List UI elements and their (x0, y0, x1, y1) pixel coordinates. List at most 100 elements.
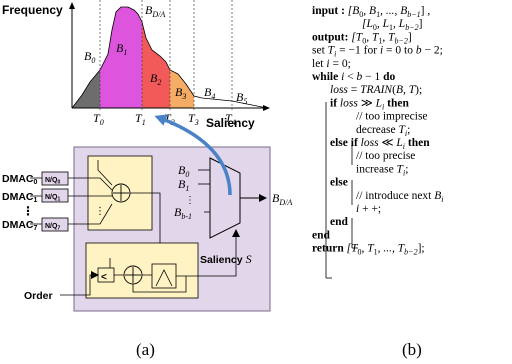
bin-label-top-main: B (145, 3, 153, 17)
algo-line-2-part-0: output: (312, 31, 351, 43)
algo-line-3-part-5: = 0 to (383, 45, 416, 57)
algo-line-8-part-0: // too imprecise (356, 111, 428, 123)
nq-label-1-main: N/Q (45, 194, 58, 201)
algo-line-15: i + +; (356, 203, 381, 215)
algo-line-6-part-2: TRAIN (360, 84, 393, 96)
algo-line-18-part-5: , ..., T (378, 243, 406, 255)
input-label-dmac0-main: DMAC (2, 173, 34, 185)
nq-label-7-sub: 7 (57, 226, 60, 232)
algo-line-18-part-1: [T (347, 243, 359, 255)
algo-line-1-part-6: ] (419, 18, 423, 30)
algo-line-2-part-5: , T (382, 31, 396, 43)
region-b3 (170, 70, 194, 108)
algo-line-0-part-7: ] , (421, 5, 431, 17)
algo-line-0-part-5: , ..., B (380, 5, 407, 17)
algo-line-1-part-2: , L (377, 18, 389, 30)
algo-line-10-part-0: else if (330, 137, 361, 149)
algo-line-18-part-3: , T (361, 243, 375, 255)
algo-line-18-part-2: 0 (357, 248, 361, 257)
algo-line-5-part-2: < (344, 71, 356, 83)
algo-line-17-part-0: end (312, 229, 331, 241)
algo-line-17: end (312, 229, 331, 241)
bin-label-b5-sub: 5 (243, 97, 247, 106)
bin-label-b4-sub: 4 (211, 92, 215, 101)
bin-label-b0: B0 (84, 49, 95, 65)
histogram-outline (71, 6, 267, 109)
algo-line-0-part-0: input : (312, 5, 348, 17)
algo-line-18-part-4: 1 (374, 248, 378, 257)
algo-line-7-part-4: i (382, 102, 384, 111)
algo-line-11-part-0: // too precise (356, 150, 415, 162)
algo-line-7-part-0: if (330, 97, 340, 109)
wire-acc-out (186, 229, 240, 277)
threshold-label-4-main: T (225, 111, 233, 125)
algo-line-5: while i < b − 1 do (312, 71, 396, 83)
algo-line-10: else if loss ≪ Li then (330, 137, 430, 151)
nq-label-0: N/Q0 (45, 177, 60, 186)
algo-line-18-part-0: return (312, 243, 347, 255)
algo-line-2: output: [T0, T1, Tb−2] (312, 31, 412, 45)
input-label-dmac1-main: DMAC (2, 191, 34, 203)
wire-acc-internal (109, 258, 187, 293)
algo-line-0-part-1: [B (348, 5, 360, 17)
nq-box-7 (41, 217, 69, 232)
algo-line-14-part-2: i (441, 195, 443, 204)
mux-input-dots-main: ⋮ (185, 195, 195, 206)
mux-input-bb1-main: B (174, 205, 182, 219)
algo-line-3-part-4: i (380, 45, 383, 57)
algo-line-8: // too imprecise (356, 111, 428, 123)
threshold-label-3-main: T (188, 111, 196, 125)
mux-input-b0: B0 (178, 163, 189, 179)
input-label-dmac7-main: DMAC (2, 219, 34, 231)
adder-tree-dots: ⋮ (95, 206, 105, 217)
bin-label-b0-main: B (84, 49, 92, 63)
bin-label-b1: B1 (116, 41, 127, 57)
mux-input-b1-sub: 1 (185, 184, 189, 193)
ylabel: Frequency (2, 3, 63, 17)
algo-line-7: if loss ≫ Li then (330, 97, 409, 111)
algo-line-6-part-0: loss (330, 84, 348, 96)
algo-line-6-part-3: ( (392, 84, 396, 96)
bin-label-b3-sub: 3 (181, 92, 186, 101)
algo-line-14-part-0: // introduce next (356, 190, 434, 202)
algo-line-0-part-4: 1 (376, 10, 380, 19)
mux-output-label: BD/A (272, 191, 292, 207)
algo-line-2-part-6: b−2 (395, 36, 408, 45)
input-label-dmac1-sub: 1 (34, 197, 38, 204)
algo-line-1-part-1: 0 (373, 23, 377, 32)
nq-box-1 (41, 188, 69, 203)
algo-line-5-part-4: − 1 (362, 71, 383, 83)
y-axis-arrow (69, 2, 75, 9)
mux-input-b1-main: B (178, 177, 186, 191)
algo-line-12: increase Ti; (356, 163, 408, 177)
algo-line-3: set Ti = −1 for i = 0 to b − 2; (312, 45, 443, 59)
algo-line-6-part-1: = (348, 84, 360, 96)
adder-tree-lines (88, 160, 113, 225)
algo-line-3-part-0: set (312, 45, 328, 57)
threshold-label-0-sub: 0 (100, 118, 104, 127)
algo-line-10-part-2: ≪ (379, 137, 397, 149)
bin-label-b1-main: B (116, 41, 124, 55)
compare-label: < (101, 272, 107, 283)
input-label-dmac1: DMAC1 (2, 191, 38, 204)
algo-line-7-part-1: loss (340, 97, 358, 109)
threshold-label-3: T3 (188, 111, 199, 127)
algo-line-5-part-0: while (312, 71, 341, 83)
mux-input-b0-sub: 0 (185, 170, 189, 179)
nq-label-7-main: N/Q (45, 223, 58, 230)
algo-line-16-part-0: end (330, 216, 349, 228)
caption-b: (b) (402, 340, 422, 359)
algo-line-1: [L0, L1, Lb−2] (362, 18, 422, 32)
algo-line-5-part-5: do (383, 71, 395, 83)
algo-line-3-part-7: − 2; (422, 45, 443, 57)
algo-line-3-part-1: T (328, 45, 336, 57)
algo-line-5-part-3: b (357, 71, 363, 83)
register-box (151, 263, 177, 289)
algo-line-6-part-4: B, T (396, 84, 417, 96)
algo-line-18: return [T0, T1, ..., Tb−2]; (312, 243, 425, 257)
x-axis-arrow (263, 105, 270, 111)
nq-label-0-sub: 0 (57, 180, 60, 186)
saliency-symbol: S (246, 252, 252, 266)
